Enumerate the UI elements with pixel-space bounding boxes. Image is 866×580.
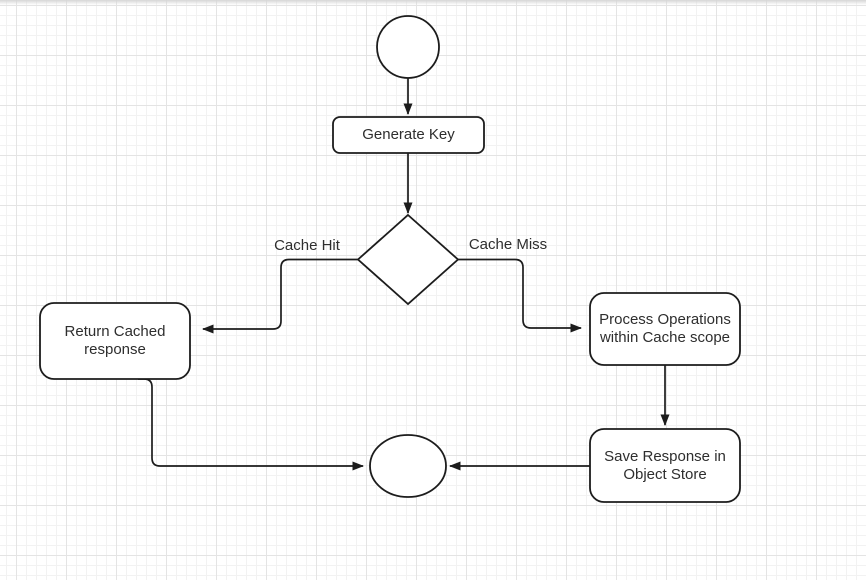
edge-decision-to-return-cached[interactable]	[202, 258, 358, 334]
label-return-cached-line1: Return Cached	[64, 323, 166, 340]
edge-return-cached-to-end[interactable]	[138, 378, 364, 471]
node-generate-key[interactable]	[332, 116, 485, 154]
node-save-response[interactable]	[589, 428, 741, 503]
label-process-operations-line2: within Cache scope	[599, 329, 731, 346]
label-return-cached-line2: response	[84, 341, 146, 358]
node-start-circle[interactable]	[376, 15, 440, 79]
edge-label-cache-miss[interactable]: Cache Miss	[468, 236, 548, 253]
label-process-operations-line1: Process Operations	[599, 311, 731, 328]
label-process-operations[interactable]: Process Operations within Cache scope	[590, 293, 740, 365]
label-generate-key-text: Generate Key	[362, 126, 455, 143]
edge-decision-to-process-operations[interactable]	[458, 258, 582, 333]
label-return-cached[interactable]: Return Cached response	[40, 303, 190, 379]
edge-label-cache-hit[interactable]: Cache Hit	[274, 237, 340, 254]
label-save-response-line2: Object Store	[623, 465, 707, 483]
nodes-layer	[39, 15, 741, 503]
label-generate-key[interactable]: Generate Key	[333, 117, 484, 153]
node-decision-diamond[interactable]	[356, 213, 460, 306]
label-save-response[interactable]: Save Response in Object Store	[590, 429, 740, 502]
node-return-cached[interactable]	[39, 302, 191, 380]
label-save-response-line1: Save Response in	[604, 447, 726, 465]
node-end-circle[interactable]	[369, 434, 447, 498]
node-process-operations[interactable]	[589, 292, 741, 366]
